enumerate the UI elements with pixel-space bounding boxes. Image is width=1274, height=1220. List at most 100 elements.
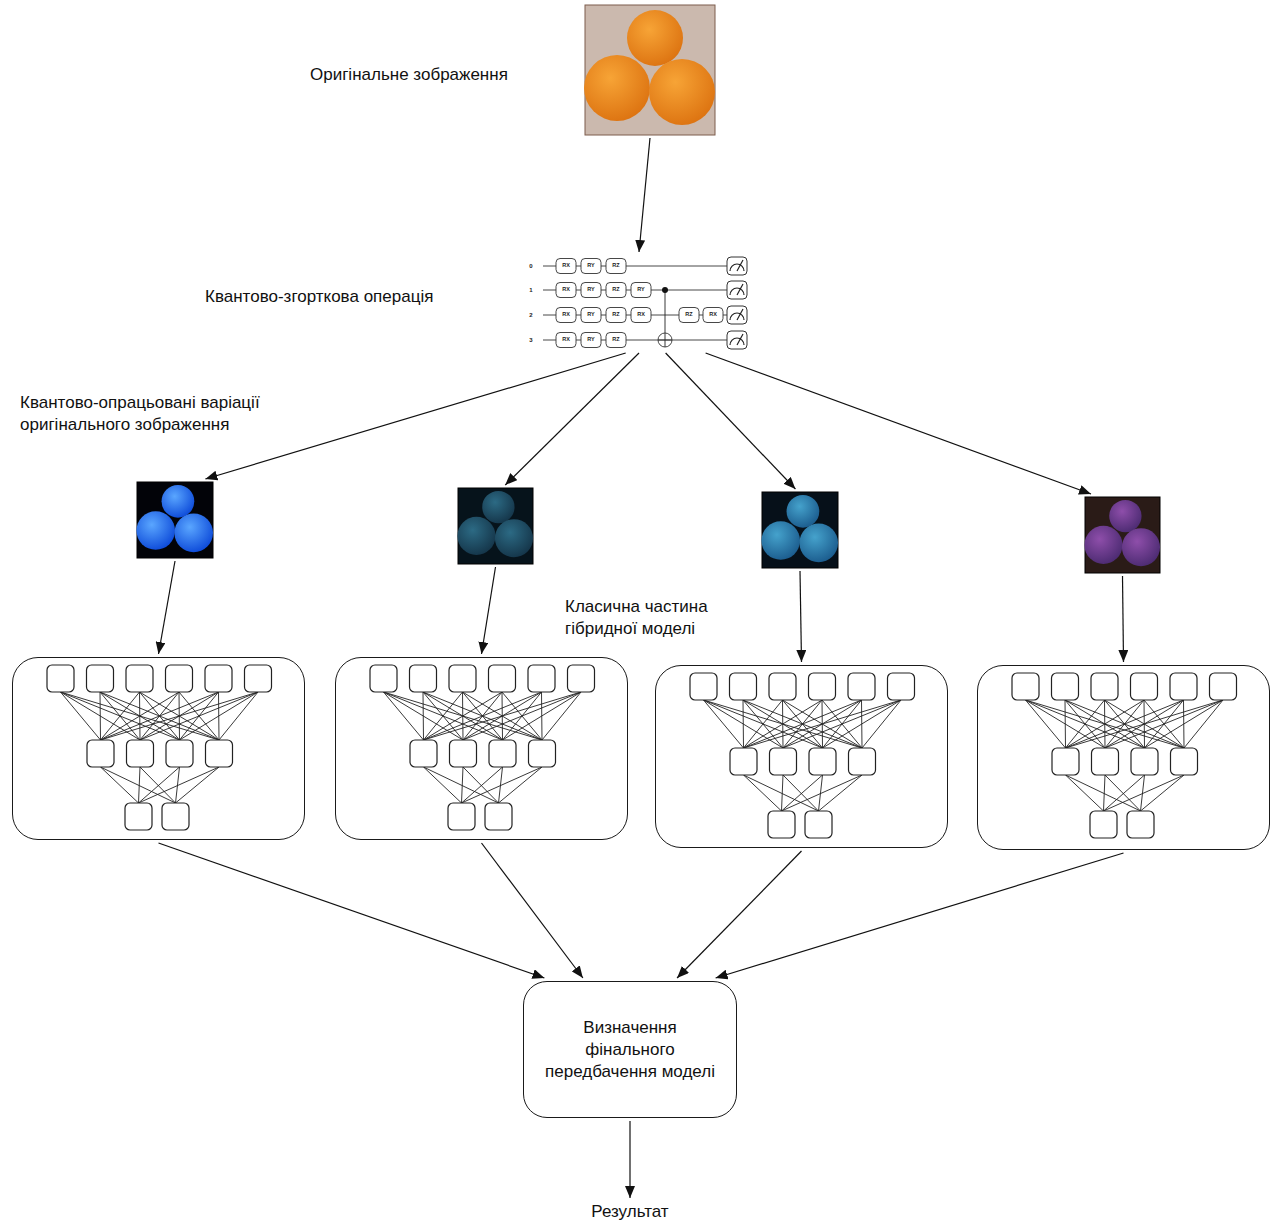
network-link [424,692,542,740]
gate-box [581,283,601,298]
gate-box [581,308,601,323]
flow-arrow [716,853,1124,978]
network-link [1184,700,1223,748]
node-label: Оригінальне зображення [310,64,508,86]
network-link [744,700,902,748]
measure-symbol [727,331,747,349]
network-link [783,700,901,748]
gate-label: RZ [685,312,692,318]
neuron-square [1210,673,1237,700]
orange-shape [495,519,533,557]
orange-shape [1122,528,1160,566]
network-link [704,700,744,748]
network-link [1066,700,1105,748]
network-link [139,767,220,803]
network-link [61,692,180,740]
network-link [1104,775,1145,811]
gate-label: RZ [612,312,619,318]
neuron-square [1127,811,1154,838]
picture-ground [762,492,838,568]
network-link [1065,700,1145,748]
flow-arrow [505,353,639,485]
neuron-square [448,803,475,830]
gate-box [556,308,576,323]
network-link [499,767,543,803]
neuron-square [47,665,74,692]
gate-box [556,259,576,274]
network-link [1066,775,1104,811]
network-link [1066,700,1224,748]
network-link [1066,700,1145,748]
neuron-square [809,673,836,700]
network-link [101,767,176,803]
neuron-square [770,748,797,775]
network-link [384,692,503,740]
network-link [384,692,543,740]
network-link [1104,775,1106,811]
image-node [762,492,838,568]
network-link [463,692,581,740]
orange-shape [761,521,800,560]
flow-arrow [800,571,802,662]
gate-label: RX [637,312,645,318]
network-link [61,692,101,740]
network-link [101,692,180,740]
measure-symbol [727,306,747,324]
gate-label: 2 [529,312,532,318]
neuron-square [206,740,233,767]
network-link [100,692,102,740]
gate-box [556,333,576,348]
fruit-picture [1084,497,1160,573]
network-link [1105,700,1223,748]
flow-arrow [666,353,796,489]
network-link [744,700,862,748]
network-link [101,692,259,740]
network-link [423,692,542,740]
network-link [1026,700,1066,748]
network-link [424,692,463,740]
measure-needle [737,334,743,345]
network-link [1065,700,1105,748]
measure-needle [737,309,743,320]
gate-label: RY [637,287,644,293]
network-drawing [690,673,915,838]
gate-label: RY [587,312,594,318]
orange-shape [162,485,195,518]
network-drawing [47,665,272,830]
network-link [782,775,863,811]
network-link [704,700,784,748]
gate-label: RX [562,312,570,318]
measure-symbol [727,281,747,299]
network-link [101,692,219,740]
fruit-picture [584,5,715,135]
neuron-square [809,748,836,775]
neuron-square [370,665,397,692]
measure-symbol [727,257,747,275]
cnot-control [662,287,668,293]
network-link [744,700,783,748]
fruit-picture [761,492,838,568]
network-box [12,657,305,840]
neuron-square [769,673,796,700]
gate-label: RY [587,287,594,293]
network-link [819,775,863,811]
measure-box [727,281,747,299]
network-link [1066,700,1184,748]
network-drawing [1012,673,1237,838]
gate-label: RX [709,312,717,318]
network-link [1145,700,1224,748]
neuron-square [848,673,875,700]
network-link [743,700,783,748]
flow-arrow [482,843,583,978]
orange-shape [584,55,650,121]
network-link [782,775,823,811]
measure-needle [737,284,743,295]
neuron-square [568,665,595,692]
measure-box [727,331,747,349]
result-node: Результат [589,1201,671,1220]
network-link [1026,700,1106,748]
network-link [1065,700,1067,748]
network-link [100,692,219,740]
network-link [424,692,582,740]
